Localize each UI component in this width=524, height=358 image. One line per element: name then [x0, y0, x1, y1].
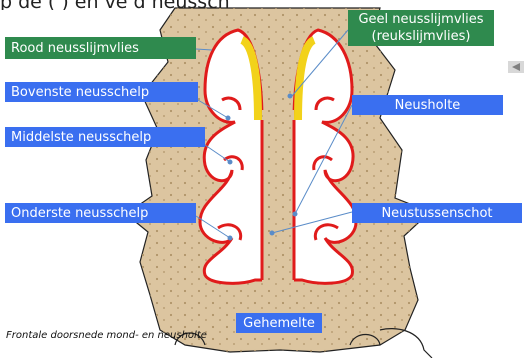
label-geel-neusslijmvlies: Geel neusslijmvlies (reukslijmvlies) [348, 10, 494, 46]
triangle-left-icon[interactable] [508, 61, 524, 73]
label-neusholte: Neusholte [352, 95, 503, 115]
label-gehemelte: Gehemelte [236, 313, 322, 333]
label-rood-neusslijmvlies: Rood neusslijmvlies [5, 37, 196, 59]
label-middelste-neusschelp: Middelste neusschelp [5, 127, 205, 147]
label-geel-line1: Geel neusslijmvlies [358, 11, 483, 28]
diagram-caption: Frontale doorsnede mond- en neusholte [6, 330, 207, 341]
label-geel-line2: (reukslijmvlies) [372, 28, 471, 45]
label-neustussenschot: Neustussenschot [352, 203, 522, 223]
label-onderste-neusschelp: Onderste neusschelp [5, 203, 196, 223]
label-bovenste-neusschelp: Bovenste neusschelp [5, 82, 198, 102]
